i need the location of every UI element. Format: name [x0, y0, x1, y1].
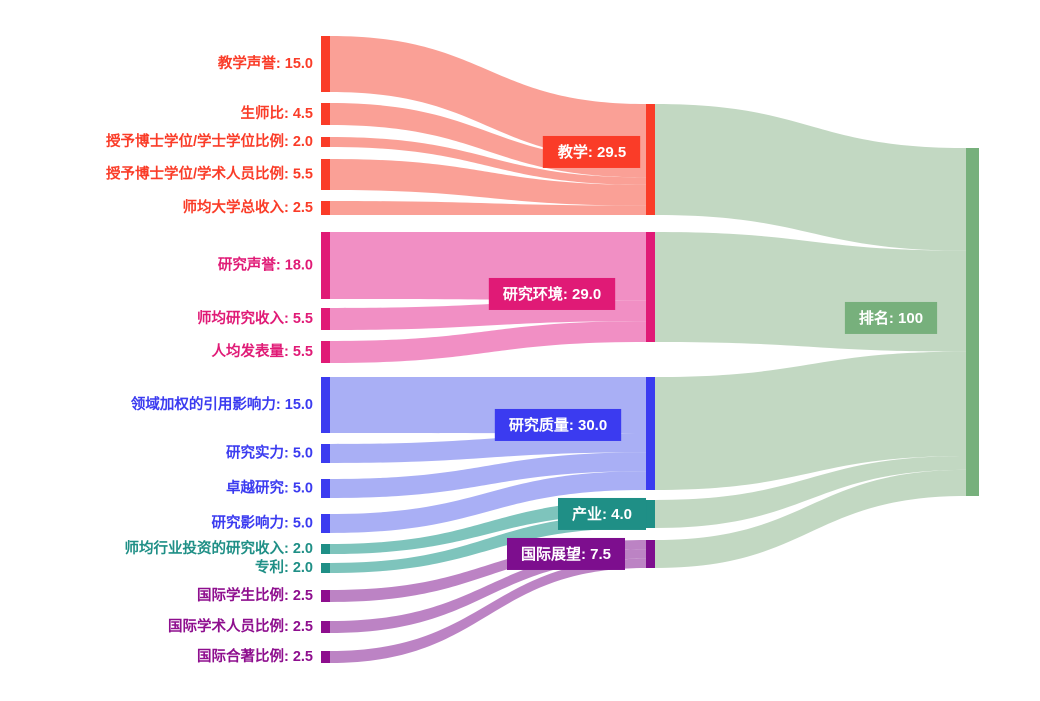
sankey-node-research_env[interactable]	[646, 232, 655, 342]
sankey-node-student_staff_ratio[interactable]	[321, 103, 330, 125]
sankey-node-industry_income[interactable]	[321, 544, 330, 554]
source-label-research_influence: 研究影响力: 5.0	[211, 513, 313, 531]
source-label-intl_staff: 国际学术人员比例: 2.5	[168, 617, 313, 635]
sankey-link	[330, 549, 646, 633]
node-tag-chip-intl_outlook[interactable]	[506, 537, 626, 570]
node-tag-label-intl_outlook: 国际展望: 7.5	[521, 545, 611, 563]
sankey-node-doctorate_staff[interactable]	[321, 159, 330, 190]
sankey-node-research_quality[interactable]	[646, 377, 655, 490]
sankey-link	[655, 351, 966, 490]
source-label-industry_income: 师均行业投资的研究收入: 2.0	[124, 539, 313, 557]
sankey-node-patents[interactable]	[321, 563, 330, 573]
sankey-node-research_influence[interactable]	[321, 514, 330, 533]
source-label-publications_per_staff: 人均发表量: 5.5	[211, 342, 313, 360]
sankey-node-ranking[interactable]	[966, 148, 979, 496]
source-label-intl_students: 国际学生比例: 2.5	[197, 586, 313, 604]
source-label-research_excellence: 卓越研究: 5.0	[226, 478, 313, 496]
node-tag-label-research_env: 研究环境: 29.0	[503, 285, 601, 303]
node-tag-label-industry: 产业: 4.0	[572, 505, 632, 523]
sankey-node-industry[interactable]	[646, 500, 655, 528]
sankey-link	[330, 321, 646, 363]
source-label-research_reputation: 研究声誉: 18.0	[218, 255, 313, 273]
sankey-node-fwci[interactable]	[321, 377, 330, 433]
sankey-node-intl_students[interactable]	[321, 590, 330, 602]
node-tag-layer: 教学: 29.5 研究环境: 29.0 研究质量: 30.0 产业: 4.0 国际展望:…	[488, 135, 938, 570]
source-label-teaching_reputation: 教学声誉: 15.0	[217, 54, 313, 72]
sankey-node-doctorate_bachelor[interactable]	[321, 137, 330, 147]
node-tag-label-research_quality: 研究质量: 30.0	[509, 416, 607, 434]
sankey-link	[330, 201, 646, 215]
sankey-node-publications_per_staff[interactable]	[321, 341, 330, 363]
source-label-doctorate_staff: 授予博士学位/学术人员比例: 5.5	[106, 164, 313, 182]
sankey-node-research_income[interactable]	[321, 308, 330, 330]
sankey-link	[655, 469, 966, 568]
sankey-node-teaching_reputation[interactable]	[321, 36, 330, 92]
source-label-fwci: 领域加权的引用影响力: 15.0	[131, 395, 313, 413]
sankey-link	[655, 104, 966, 251]
source-label-research_strength: 研究实力: 5.0	[226, 443, 313, 461]
sankey-link	[330, 452, 646, 498]
sankey-node-research_strength[interactable]	[321, 444, 330, 463]
sankey-link	[330, 540, 646, 602]
node-tag-chip-ranking[interactable]	[844, 301, 938, 334]
sankey-link	[330, 159, 646, 206]
node-tag-label-ranking: 排名: 100	[859, 309, 923, 327]
sankey-link	[330, 558, 646, 663]
node-tag-chip-research_quality[interactable]	[494, 408, 622, 441]
sankey-node-intl_outlook[interactable]	[646, 540, 655, 568]
node-layer	[321, 36, 979, 663]
sankey-link	[330, 471, 646, 533]
sankey-node-institutional_income[interactable]	[321, 201, 330, 215]
sankey-node-teaching[interactable]	[646, 104, 655, 215]
sankey-link	[330, 137, 646, 185]
sankey-link	[330, 36, 646, 161]
source-label-doctorate_bachelor: 授予博士学位/学士学位比例: 2.0	[106, 132, 313, 150]
source-label-student_staff_ratio: 生师比: 4.5	[240, 104, 313, 122]
sankey-node-intl_staff[interactable]	[321, 621, 330, 633]
source-label-patents: 专利: 2.0	[255, 558, 313, 576]
sankey-node-intl_coauthor[interactable]	[321, 651, 330, 663]
source-label-institutional_income: 师均大学总收入: 2.5	[182, 198, 313, 216]
node-tag-chip-research_env[interactable]	[488, 277, 616, 310]
node-tag-label-teaching: 教学: 29.5	[557, 143, 626, 161]
node-tag-chip-teaching[interactable]	[542, 135, 641, 168]
sankey-link	[655, 455, 966, 528]
source-label-research_income: 师均研究收入: 5.5	[197, 309, 313, 327]
sankey-node-research_reputation[interactable]	[321, 232, 330, 299]
source-label-layer: 教学声誉: 15.0 生师比: 4.5 授予博士学位/学士学位比例: 2.0 授予博士…	[106, 54, 313, 665]
node-tag-chip-industry[interactable]	[557, 497, 647, 530]
source-label-intl_coauthor: 国际合著比例: 2.5	[197, 647, 313, 665]
sankey-node-research_excellence[interactable]	[321, 479, 330, 498]
